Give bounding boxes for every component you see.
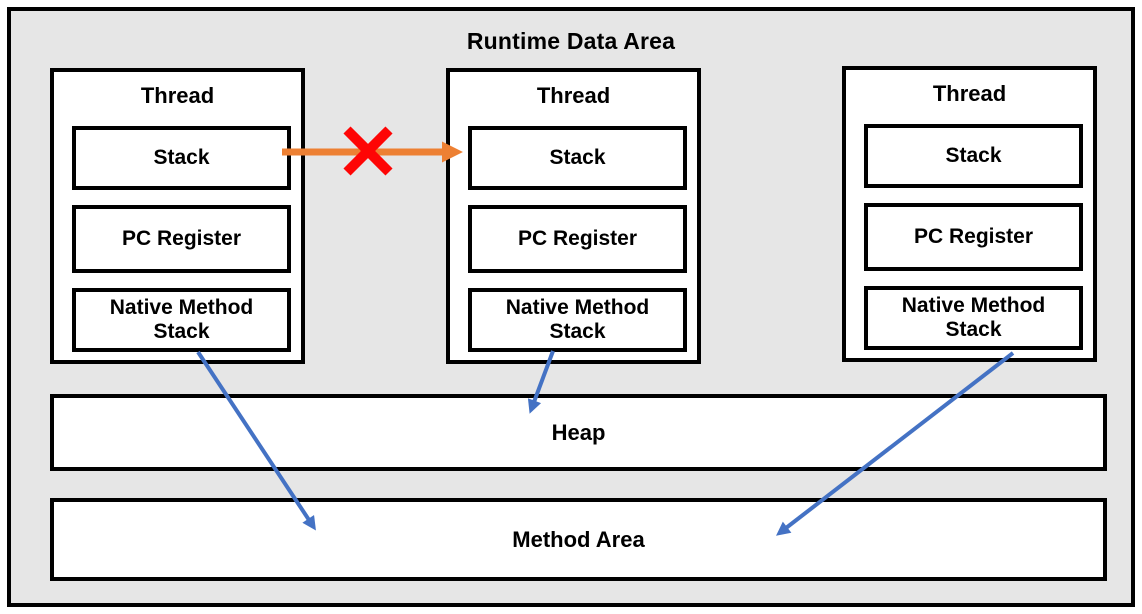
thread-1-pc-register-label: PC Register [121, 226, 242, 250]
thread-2-stack-box: Stack [468, 126, 687, 190]
thread-2-stack-label: Stack [549, 145, 606, 169]
thread-3-pc-register-label: PC Register [913, 224, 1034, 248]
thread-2-native-method-stack-label: Native Method Stack [505, 295, 650, 343]
thread-1-stack-label: Stack [153, 145, 210, 169]
runtime-data-area-container: Runtime Data Area Thread Stack PC Regist… [7, 7, 1135, 607]
thread-3-label: Thread [932, 81, 1007, 106]
method-area-label: Method Area [512, 526, 645, 552]
thread-3-native-method-stack-label: Native Method Stack [901, 293, 1046, 341]
thread-1-native-method-stack-label: Native Method Stack [109, 295, 254, 343]
thread-2-pc-register-box: PC Register [468, 205, 687, 273]
heap-label: Heap [551, 419, 606, 445]
thread-3-stack-label: Stack [945, 143, 1002, 167]
thread-1-pc-register-box: PC Register [72, 205, 291, 273]
thread-3-native-method-stack-box: Native Method Stack [864, 286, 1083, 350]
thread-1-native-method-stack-box: Native Method Stack [72, 288, 291, 352]
thread-box-1: Thread Stack PC Register Native Method S… [50, 68, 305, 364]
thread-box-3: Thread Stack PC Register Native Method S… [842, 66, 1097, 362]
method-area-box: Method Area [50, 498, 1107, 581]
thread-2-pc-register-label: PC Register [517, 226, 638, 250]
heap-box: Heap [50, 394, 1107, 471]
diagram-title: Runtime Data Area [466, 28, 676, 54]
thread-1-stack-box: Stack [72, 126, 291, 190]
thread-2-native-method-stack-box: Native Method Stack [468, 288, 687, 352]
thread-3-pc-register-box: PC Register [864, 203, 1083, 271]
thread-2-label: Thread [536, 83, 611, 108]
thread-1-label: Thread [140, 83, 215, 108]
thread-3-stack-box: Stack [864, 124, 1083, 188]
thread-box-2: Thread Stack PC Register Native Method S… [446, 68, 701, 364]
